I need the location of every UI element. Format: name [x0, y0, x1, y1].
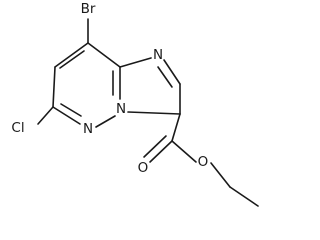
- atom-labels: Br Cl N N N O O: [11, 1, 208, 176]
- bond-c7-c6: [52, 66, 56, 108]
- bond-c6-cl: [37, 106, 54, 125]
- chemical-structure: Br Cl N N N O O: [11, 1, 259, 207]
- atom-chlorine: Cl: [11, 120, 24, 136]
- bonds: [37, 18, 259, 207]
- bond-c3-n4: [127, 111, 181, 115]
- bond-c8-c7-inner: [59, 50, 85, 69]
- bond-n1-c2-inner: [157, 66, 173, 88]
- bond-c-o-double-inner: [143, 135, 167, 158]
- bond-n5-n4: [95, 115, 116, 128]
- atom-nitrogen-bridge: N: [116, 101, 126, 117]
- atom-oxygen-ester: O: [198, 154, 209, 170]
- bond-c-o-double: [149, 140, 173, 163]
- bond-o-ch2: [210, 162, 231, 188]
- atom-nitrogen-pyridazine: N: [83, 121, 93, 137]
- atom-nitrogen-imidazole: N: [153, 47, 163, 63]
- atom-oxygen-carbonyl: O: [138, 160, 149, 176]
- bond-c8a-n1: [119, 57, 152, 68]
- bond-c8-c8a: [87, 42, 121, 68]
- bond-c-o-ester: [171, 140, 197, 163]
- bond-c6-n5: [52, 106, 81, 125]
- bond-c3-c-carbonyl: [171, 113, 181, 142]
- atom-bromine: Br: [81, 1, 96, 17]
- bond-n1-c2: [163, 59, 181, 85]
- bond-c8-c7: [54, 42, 89, 68]
- bond-ch2-ch3: [229, 186, 259, 207]
- bond-c6-n5-inner: [60, 103, 82, 117]
